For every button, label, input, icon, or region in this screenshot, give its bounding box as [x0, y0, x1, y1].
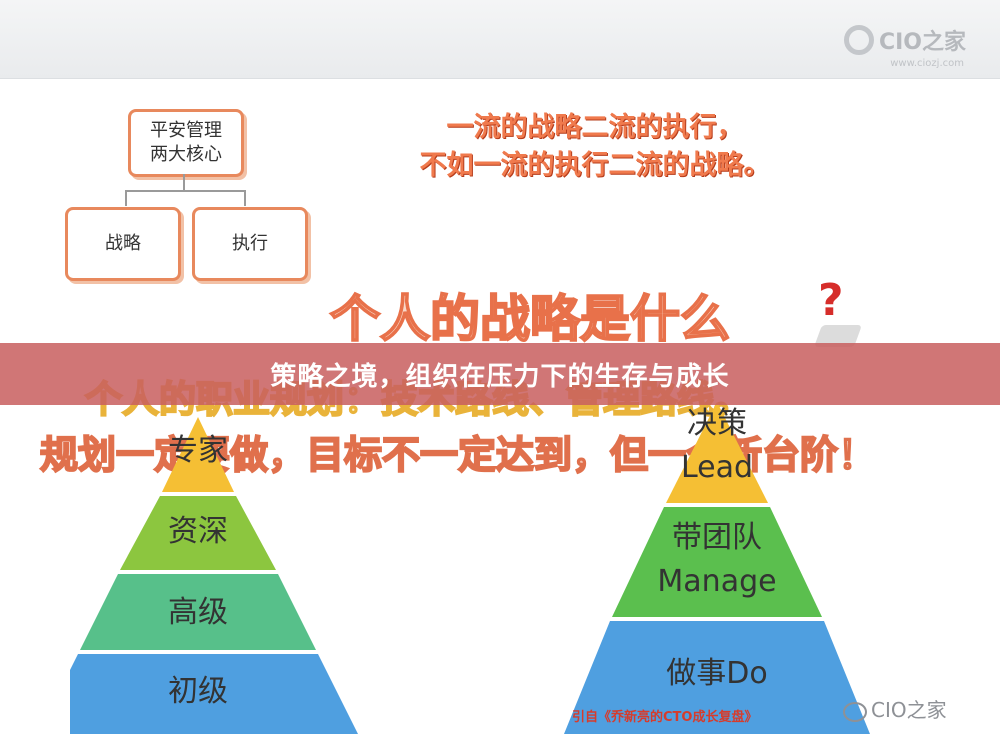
watermark-text: CIO之家 [871, 698, 947, 722]
org-execution-label: 执行 [232, 233, 268, 254]
question-mark-icon: ? [818, 275, 844, 326]
cio-logo-icon [843, 25, 874, 55]
source-credit: 引自《乔新亮的CTO成长复盘》 [572, 710, 758, 725]
header-bar: CIO之家 www.ciozj.com [0, 0, 1000, 79]
quote-line-1: 一流的战略二流的执行， [446, 112, 744, 143]
left-pyramid-level-3 [80, 574, 316, 650]
left-pyramid-label-advanced: 高级 [168, 595, 228, 630]
left-pyramid [70, 417, 358, 734]
right-pyramid-level-2 [612, 507, 822, 617]
cio-logo: CIO之家 www.ciozj.com [843, 24, 966, 69]
org-connector-vertical [183, 174, 185, 190]
watermark: CIO之家 [843, 694, 947, 723]
right-pyramid [564, 402, 870, 734]
org-connector-left [125, 190, 127, 206]
org-execution-box: 执行 [192, 207, 308, 281]
left-pyramid-label-junior: 初级 [168, 674, 228, 709]
org-strategy-box: 战略 [65, 207, 181, 281]
org-connector-right [244, 190, 246, 206]
org-root-box: 平安管理 两大核心 [128, 109, 244, 177]
banner-title: 策略之境，组织在压力下的生存与成长 [270, 361, 730, 392]
left-pyramid-label-expert: 专家 [168, 433, 228, 468]
right-pyramid-label-lead-cn: 决策 [687, 406, 747, 441]
left-pyramid-level-top [162, 417, 234, 492]
right-pyramid-level-top [666, 402, 768, 503]
right-pyramid-label-manage-en: Manage [657, 564, 777, 599]
right-pyramid-label-lead-en: Lead [680, 450, 754, 485]
org-connector-horizontal [125, 190, 245, 192]
personal-strategy-question: 个人的战略是什么 [329, 289, 731, 349]
right-pyramid-level-3 [564, 621, 870, 734]
left-pyramid-label-senior: 资深 [168, 514, 228, 549]
org-strategy-label: 战略 [105, 233, 141, 254]
org-root-label: 平安管理 两大核心 [150, 120, 222, 165]
left-pyramid-level-4 [70, 654, 358, 734]
logo-url: www.ciozj.com [890, 58, 964, 69]
right-pyramid-label-do: 做事Do [666, 656, 768, 691]
slide-content: 平安管理 两大核心 战略 执行 一流的战略二流的执行， 不如一流的执行二流的战略… [0, 79, 1000, 750]
logo-text: CIO之家 [878, 30, 966, 55]
quote-line-2: 不如一流的执行二流的战略。 [419, 150, 771, 181]
left-pyramid-level-2 [120, 496, 276, 570]
right-pyramid-label-manage-cn: 带团队 [672, 520, 762, 555]
title-banner: 策略之境，组织在压力下的生存与成长 [0, 343, 1000, 405]
wechat-icon [843, 701, 867, 722]
